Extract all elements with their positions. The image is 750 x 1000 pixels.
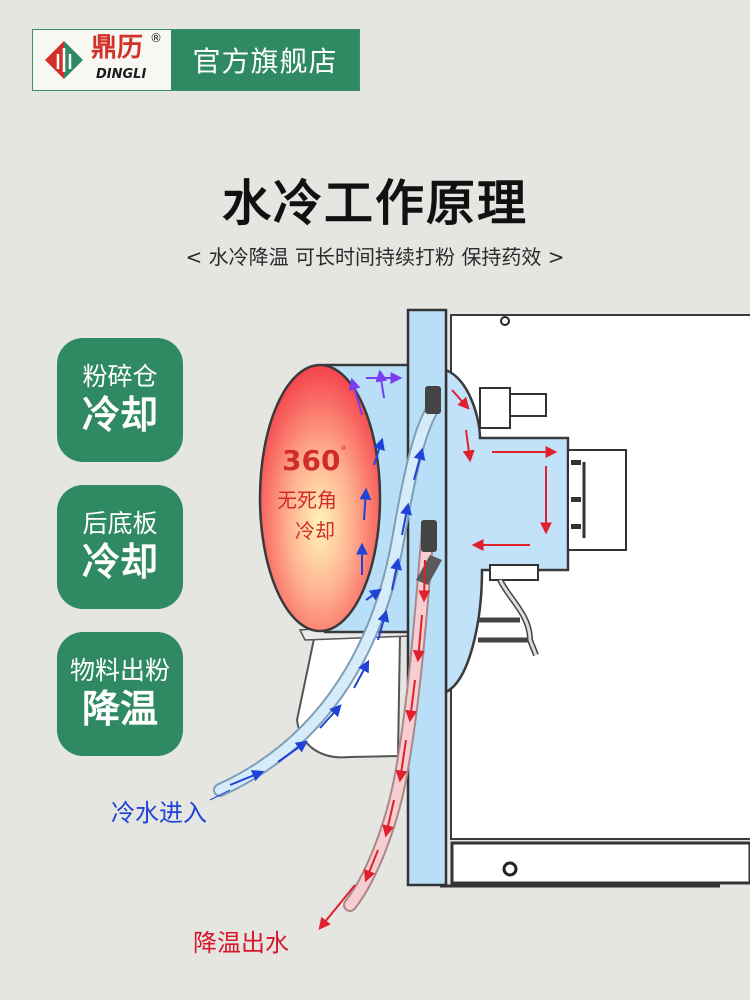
cooled-water-out-label: 降温出水 [193,929,289,957]
registered-mark: ® [150,31,162,45]
hopper [295,621,411,759]
motor-housing [444,368,627,695]
cold-water-pipe [213,403,439,797]
brand-bar: 鼎历 DINGLI ® 官方旗舰店 [32,29,360,91]
badge-top-text: 后底板 [82,509,158,538]
badge-main-text: 冷却 [81,540,158,584]
cooling-label: 冷却 [295,519,335,543]
brand-en-name: DINGLI [96,67,147,82]
store-label: 官方旗舰店 [171,30,359,90]
page-title: 水冷工作原理 [221,175,528,232]
badge-output-cooling: 物料出粉 降温 [57,632,183,756]
angle-label: 360° [282,444,346,477]
brand-cn-name: 鼎历 [91,33,144,63]
mixed-flow-arrows [348,369,403,416]
badge-chamber-cooling: 粉碎仓 冷却 [57,338,183,462]
degree-symbol: ° [340,444,347,458]
angle-value: 360 [282,444,341,477]
cold-water-in-label: 冷水进入 [111,799,207,827]
pipe-fittings [416,386,442,585]
brand-logo: 鼎历 DINGLI ® [33,30,171,90]
hot-flow-arrows [318,389,558,930]
no-dead-angle-label: 无死角 [277,488,337,512]
water-in-pointer [209,789,231,801]
dingli-logo-icon [45,41,83,79]
badge-base-cooling: 后底板 冷却 [57,485,183,609]
badge-top-text: 粉碎仓 [82,362,158,391]
page-subtitle: < 水冷降温 可长时间持续打粉 保持药效 > [185,245,565,269]
badge-top-text: 物料出粉 [69,656,170,685]
badge-main-text: 降温 [81,687,158,731]
cold-flow-arrows [229,437,426,786]
badge-main-text: 冷却 [81,393,158,437]
